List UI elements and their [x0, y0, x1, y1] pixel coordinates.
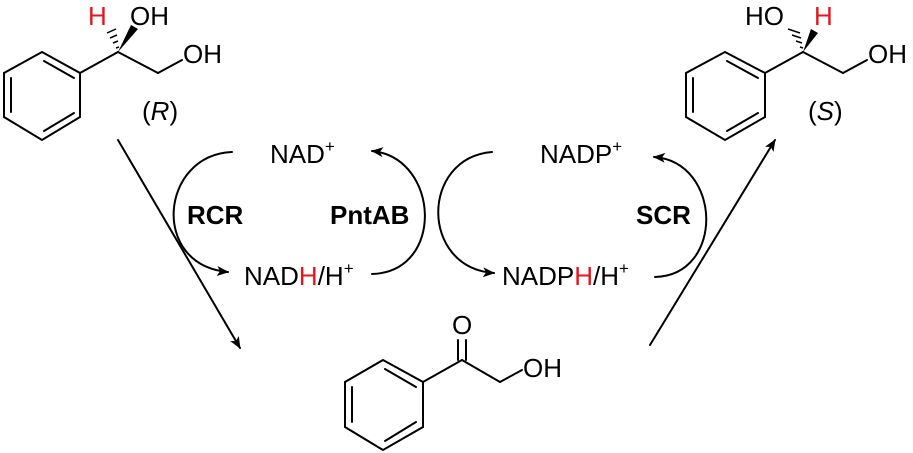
- oxidation-arrow: [117, 139, 241, 349]
- oh-label: OH: [130, 1, 169, 31]
- r-phenylethanediol: H OH OH (R): [3, 1, 222, 142]
- rcr-cycle-arrow: [172, 151, 233, 276]
- pntab-enzyme-label: PntAB: [330, 200, 409, 230]
- benzene-ring: [685, 50, 766, 142]
- oh-label: OH: [183, 39, 222, 69]
- config-label: (S): [808, 96, 843, 126]
- s-phenylethanediol: HO H OH (S): [685, 1, 907, 142]
- wedge-bond: [118, 25, 138, 52]
- pntab-nadp-arrow: [437, 151, 495, 278]
- o-label: O: [452, 310, 472, 340]
- benzene-ring: [3, 50, 81, 142]
- ho-label: HO: [745, 1, 784, 31]
- hydroxyacetophenone: O OH: [344, 310, 562, 452]
- reduction-arrow: [649, 139, 776, 346]
- benzene-ring: [344, 358, 424, 452]
- h-label: H: [814, 1, 833, 31]
- oh-label: OH: [868, 39, 907, 69]
- scr-cycle-arrow: [653, 152, 708, 278]
- hash-bond: [106, 28, 120, 49]
- nad-plus-label: NAD+: [270, 137, 335, 169]
- nadp-plus-label: NADP+: [540, 137, 622, 169]
- nadh-label: NADH/H+: [244, 259, 354, 291]
- h-label: H: [88, 1, 107, 31]
- hash-bond: [787, 28, 804, 49]
- pntab-nad-arrow: [371, 147, 426, 275]
- nadph-label: NADPH/H+: [502, 259, 629, 291]
- scr-enzyme-label: SCR: [636, 200, 691, 230]
- rcr-enzyme-label: RCR: [187, 200, 244, 230]
- oh-label: OH: [523, 353, 562, 383]
- config-label: (R): [142, 96, 178, 126]
- wedge-bond: [803, 29, 818, 52]
